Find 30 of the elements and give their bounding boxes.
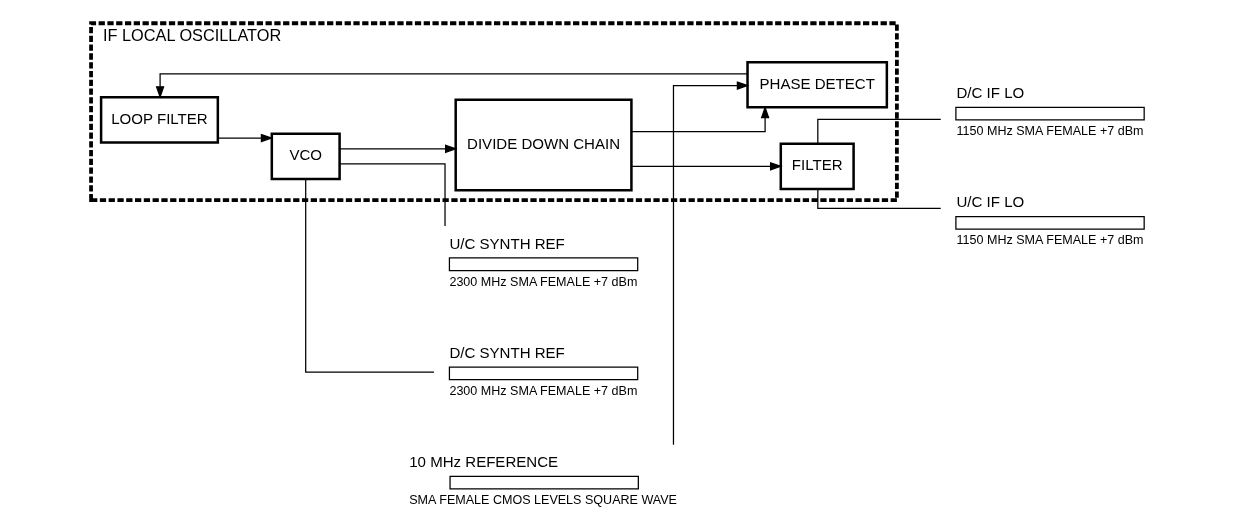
node-box (954, 215, 1145, 230)
node-box (448, 475, 639, 490)
node-box (448, 366, 638, 381)
connector (816, 118, 941, 145)
connector (304, 178, 435, 373)
node-label: U/C SYNTH REF (448, 234, 565, 252)
node-label: D/C IF LO (956, 84, 1024, 102)
node-box: FILTER (779, 142, 855, 191)
node-box: PHASE DETECT (745, 60, 888, 109)
arrow (630, 105, 769, 133)
connector (338, 163, 446, 227)
node-label: 2300 MHz SMA FEMALE +7 dBm (448, 274, 637, 289)
node-label: 1150 MHz SMA FEMALE +7 dBm (956, 233, 1144, 248)
node-box: LOOP FILTER (99, 96, 219, 144)
node-box (954, 106, 1145, 121)
arrow (672, 81, 749, 446)
arrow (155, 73, 748, 99)
node-label: 2300 MHz SMA FEMALE +7 dBm (448, 383, 637, 398)
node-box (448, 257, 638, 272)
arrow (338, 144, 458, 154)
node-box: VCO (270, 132, 341, 181)
node-label: 1150 MHz SMA FEMALE +7 dBm (956, 123, 1144, 138)
arrow (216, 133, 273, 143)
connector (816, 188, 941, 209)
node-label: U/C IF LO (956, 193, 1024, 211)
arrow (630, 161, 783, 171)
node-label: D/C SYNTH REF (448, 343, 565, 361)
node-box: DIVIDE DOWN CHAIN (453, 98, 633, 192)
node-label: SMA FEMALE CMOS LEVELS SQUARE WAVE (408, 492, 677, 507)
node-label: 10 MHz REFERENCE (408, 453, 558, 471)
